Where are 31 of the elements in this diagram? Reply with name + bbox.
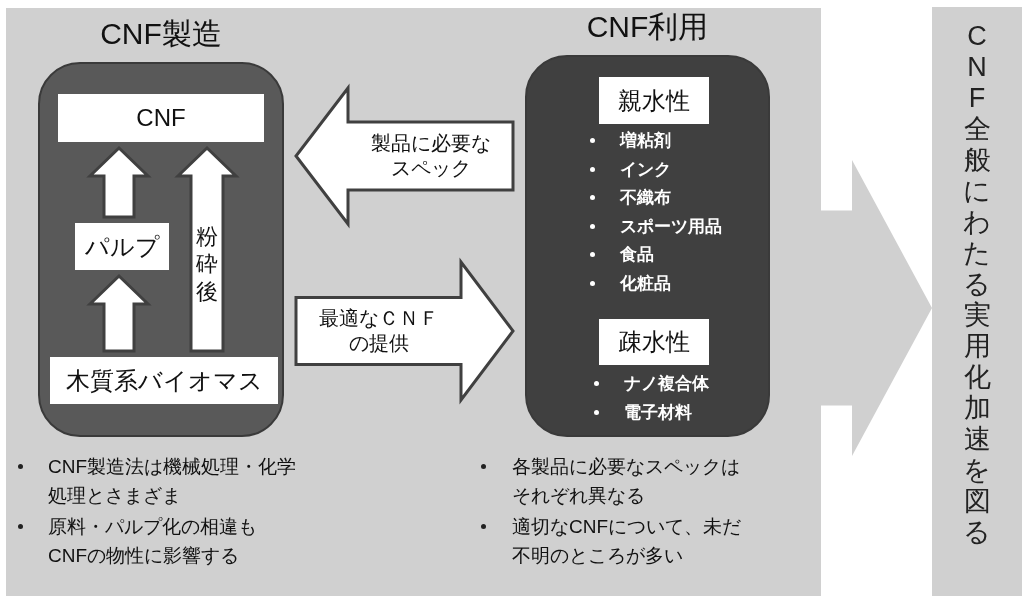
- bullet-text: インク: [620, 158, 672, 181]
- bullet-text: 原料・パルプ化の相違もCNFの物性に影響する: [48, 515, 258, 568]
- category-box: 親水性: [599, 77, 709, 124]
- bullet-text: 化粧品: [620, 272, 672, 295]
- section-heading: CNF製造: [99, 16, 223, 52]
- bullet-text: 食品: [620, 244, 655, 266]
- bullet-text: ナノ複合体: [624, 373, 710, 395]
- section-heading: CNF利用: [585, 9, 710, 45]
- bullet-text: CNF製造法は機械処理・化学処理とさまざま: [48, 455, 298, 508]
- panel-background: [6, 8, 821, 596]
- bullet-text: 適切なCNFについて、未だ不明のところが多い: [512, 515, 743, 568]
- block-arrow: [86, 145, 152, 219]
- block-arrow: [294, 83, 515, 229]
- large-arrow: [821, 160, 932, 456]
- category-box: 疎水性: [599, 319, 709, 365]
- bullet-text: スポーツ用品: [620, 215, 723, 238]
- block-arrow: [86, 273, 152, 353]
- bullet-text: 不織布: [620, 187, 672, 209]
- block-arrow: [294, 257, 515, 405]
- bullet-text: 各製品に必要なスペックはそれぞれ異なる: [512, 455, 741, 508]
- process-box: CNF: [58, 94, 264, 142]
- result-panel: [932, 7, 1022, 596]
- edge-label: 粉砕後: [195, 222, 219, 305]
- block-arrow: [174, 145, 240, 353]
- edge-label: 製品に必要なスペック: [369, 131, 492, 181]
- process-box: 木質系バイオマス: [50, 357, 278, 404]
- edge-label: 最適なＣＮＦの提供: [317, 306, 440, 356]
- bullet-text: 電子材料: [624, 401, 693, 424]
- vertical-text: CNF全般にわたる実用化加速を図る: [962, 21, 992, 548]
- bullet-text: 増粘剤: [620, 130, 672, 152]
- process-box: パルプ: [75, 223, 169, 270]
